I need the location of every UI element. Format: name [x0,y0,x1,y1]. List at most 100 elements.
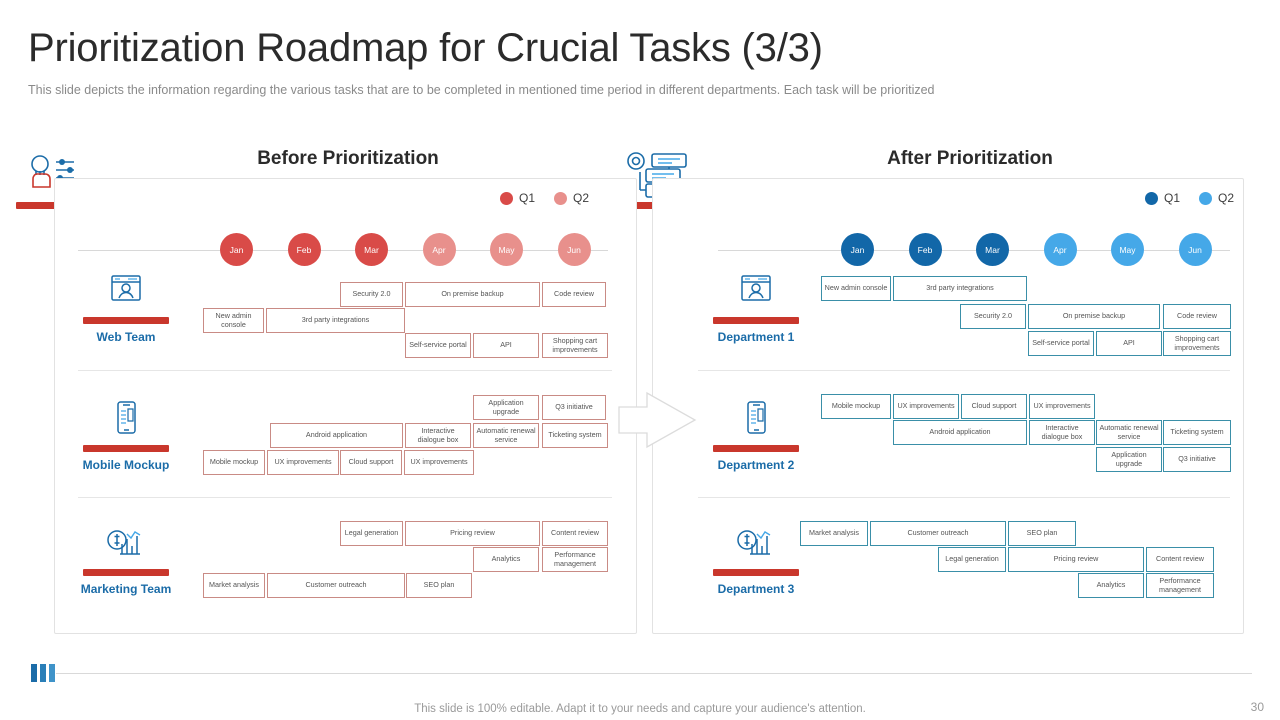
after-row-1: Department 1 [704,272,808,344]
task-box[interactable]: UX improvements [267,450,339,475]
after-legend-item-q1: Q1 [1145,191,1180,205]
after-heading: After Prioritization [887,148,1053,169]
task-box[interactable]: Application upgrade [473,395,539,420]
browser-person-icon [704,272,808,314]
accent-bar [713,569,799,576]
task-box[interactable]: New admin console [203,308,264,333]
task-box[interactable]: Self-service portal [1028,331,1094,356]
task-box[interactable]: API [1096,331,1162,356]
task-box[interactable]: Security 2.0 [960,304,1026,329]
task-box[interactable]: Customer outreach [267,573,405,598]
before-row-2: Mobile Mockup [74,400,178,472]
task-box[interactable]: Security 2.0 [340,282,403,307]
task-box[interactable]: Ticketing system [1163,420,1231,445]
after-timeline-axis [718,250,1230,251]
task-box[interactable]: Content review [1146,547,1214,572]
task-box[interactable]: Cloud support [961,394,1027,419]
before-month-jan[interactable]: Jan [220,233,253,266]
task-box[interactable]: Performance management [542,547,608,572]
task-box[interactable]: Q3 initiative [542,395,606,420]
task-box[interactable]: Mobile mockup [203,450,265,475]
before-month-apr[interactable]: Apr [422,233,456,266]
task-box[interactable]: Interactive dialogue box [1029,420,1095,445]
task-box[interactable]: Analytics [473,547,539,572]
task-box[interactable]: Android application [270,423,403,448]
task-box[interactable]: API [473,333,539,358]
accent-bar [83,445,169,452]
before-row-3: Marketing Team [74,524,178,596]
task-box[interactable]: Customer outreach [870,521,1006,546]
before-month-feb[interactable]: Feb [287,233,321,266]
task-box[interactable]: Pricing review [405,521,540,546]
task-box[interactable]: 3rd party integrations [266,308,405,333]
task-box[interactable]: Automatic renewal service [473,423,539,448]
before-row-label: Marketing Team [80,582,172,596]
task-box[interactable]: SEO plan [406,573,472,598]
right-arrow-icon [617,385,707,460]
legend-label: Q1 [1164,191,1181,205]
before-legend: Q1 Q2 [490,191,589,205]
before-timeline-axis [78,250,608,251]
legend-swatch-icon [500,191,513,205]
task-box[interactable]: Mobile mockup [821,394,891,419]
task-box[interactable]: On premise backup [405,282,540,307]
after-month-jun[interactable]: Jun [1178,233,1212,266]
before-row-label: Web Team [96,330,156,344]
dollar-growth-chart-icon [74,524,178,566]
legend-swatch-icon [554,191,568,205]
task-box[interactable]: UX improvements [893,394,959,419]
before-row-1: Web Team [74,272,178,344]
task-box[interactable]: Legal generation [938,547,1006,572]
task-box[interactable]: Pricing review [1008,547,1144,572]
after-month-may[interactable]: May [1111,233,1144,266]
after-month-feb[interactable]: Feb [908,233,942,266]
task-box[interactable]: Self-service portal [405,333,471,358]
before-legend-item-q2: Q2 [554,191,589,205]
after-legend: Q1 Q2 [1135,191,1234,205]
after-month-mar[interactable]: Mar [976,233,1009,266]
task-box[interactable]: Analytics [1078,573,1144,598]
row-divider [78,370,612,371]
before-row-label: Mobile Mockup [82,458,170,472]
task-box[interactable]: 3rd party integrations [893,276,1027,301]
task-box[interactable]: Interactive dialogue box [405,423,471,448]
footer-note: This slide is 100% editable. Adapt it to… [414,703,866,715]
browser-person-icon [74,272,178,314]
footer-bar [49,664,55,682]
after-month-jan[interactable]: Jan [841,233,874,266]
before-month-jun[interactable]: Jun [557,233,591,266]
task-box[interactable]: SEO plan [1008,521,1076,546]
task-box[interactable]: UX improvements [1029,394,1095,419]
accent-bar [713,445,799,452]
task-box[interactable]: Market analysis [800,521,868,546]
legend-swatch-icon [1145,191,1158,205]
task-box[interactable]: Performance management [1146,573,1214,598]
mobile-phone-icon [74,400,178,442]
task-box[interactable]: UX improvements [404,450,474,475]
task-box[interactable]: Content review [542,521,608,546]
task-box[interactable]: Shopping cart improvements [1163,331,1231,356]
task-box[interactable]: Automatic renewal service [1096,420,1162,445]
task-box[interactable]: Shopping cart improvements [542,333,608,358]
task-box[interactable]: Application upgrade [1096,447,1162,472]
task-box[interactable]: Cloud support [340,450,402,475]
task-box[interactable]: On premise backup [1028,304,1160,329]
footer-divider [56,673,1252,674]
before-month-mar[interactable]: Mar [355,233,388,266]
task-box[interactable]: Market analysis [203,573,265,598]
accent-bar [83,317,169,324]
task-box[interactable]: Code review [542,282,606,307]
after-row-label: Department 3 [717,582,795,596]
task-box[interactable]: New admin console [821,276,891,301]
before-month-may[interactable]: May [490,233,523,266]
task-box[interactable]: Ticketing system [542,423,608,448]
before-heading: Before Prioritization [257,148,439,169]
after-month-apr[interactable]: Apr [1043,233,1077,266]
legend-label: Q1 [519,191,536,205]
after-legend-item-q2: Q2 [1199,191,1234,205]
task-box[interactable]: Android application [893,420,1027,445]
task-box[interactable]: Q3 initiative [1163,447,1231,472]
task-box[interactable]: Legal generation [340,521,403,546]
task-box[interactable]: Code review [1163,304,1231,329]
